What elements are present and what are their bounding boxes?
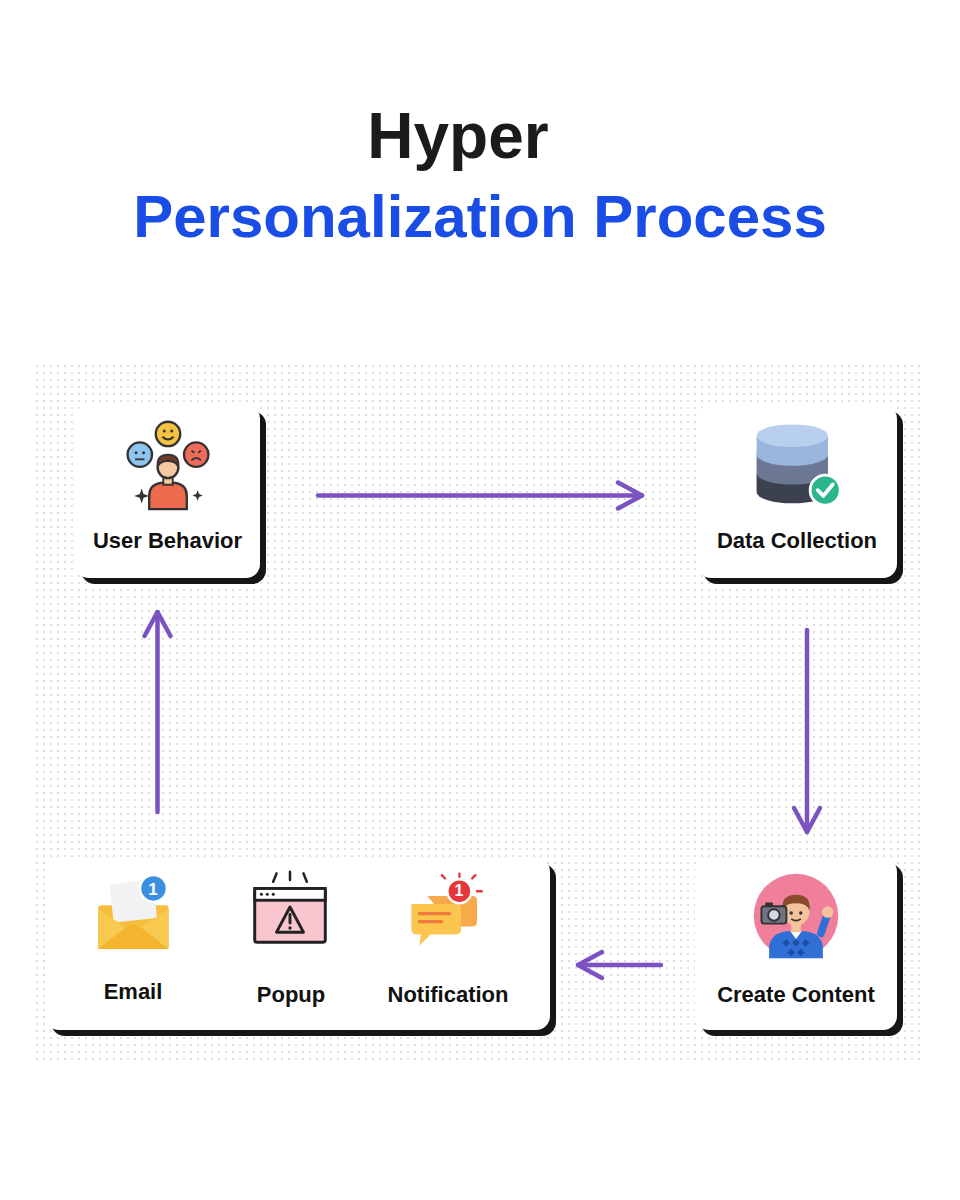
arrow-head bbox=[618, 483, 642, 509]
node-label: User Behavior bbox=[93, 528, 242, 554]
flow-arrow bbox=[794, 630, 820, 832]
process-box: Create Content bbox=[695, 858, 897, 1030]
arrow-head bbox=[578, 952, 602, 978]
arrow-line bbox=[578, 963, 661, 968]
flow-arrow bbox=[145, 612, 171, 812]
email-icon bbox=[93, 870, 177, 954]
channel-label: Notification bbox=[388, 982, 509, 1008]
process-box: Data Collection bbox=[697, 405, 897, 578]
notification-icon bbox=[405, 872, 485, 952]
arrow-line bbox=[318, 493, 642, 498]
flow-arrow bbox=[578, 952, 661, 978]
process-box: User Behavior bbox=[75, 405, 260, 578]
arrow-line bbox=[805, 630, 810, 832]
popup-icon bbox=[248, 870, 332, 954]
database-icon bbox=[750, 415, 844, 509]
channel-label: Email bbox=[104, 979, 163, 1005]
channel-box: Email Popup Notification bbox=[45, 858, 550, 1030]
node-label: Data Collection bbox=[717, 528, 877, 554]
diagram-title: Hyper bbox=[367, 104, 548, 168]
node-label: Create Content bbox=[717, 982, 875, 1008]
creator-icon bbox=[748, 866, 844, 962]
arrow-head bbox=[794, 808, 820, 832]
subtitle: Personalization Process bbox=[133, 187, 827, 247]
arrow-line bbox=[155, 612, 160, 812]
arrow-head bbox=[145, 612, 171, 636]
channel-label: Popup bbox=[257, 982, 325, 1008]
flow-arrow bbox=[318, 483, 642, 509]
user-icon bbox=[121, 417, 215, 511]
badge-count: 1 bbox=[148, 881, 157, 898]
badge-count: 1 bbox=[455, 883, 464, 899]
